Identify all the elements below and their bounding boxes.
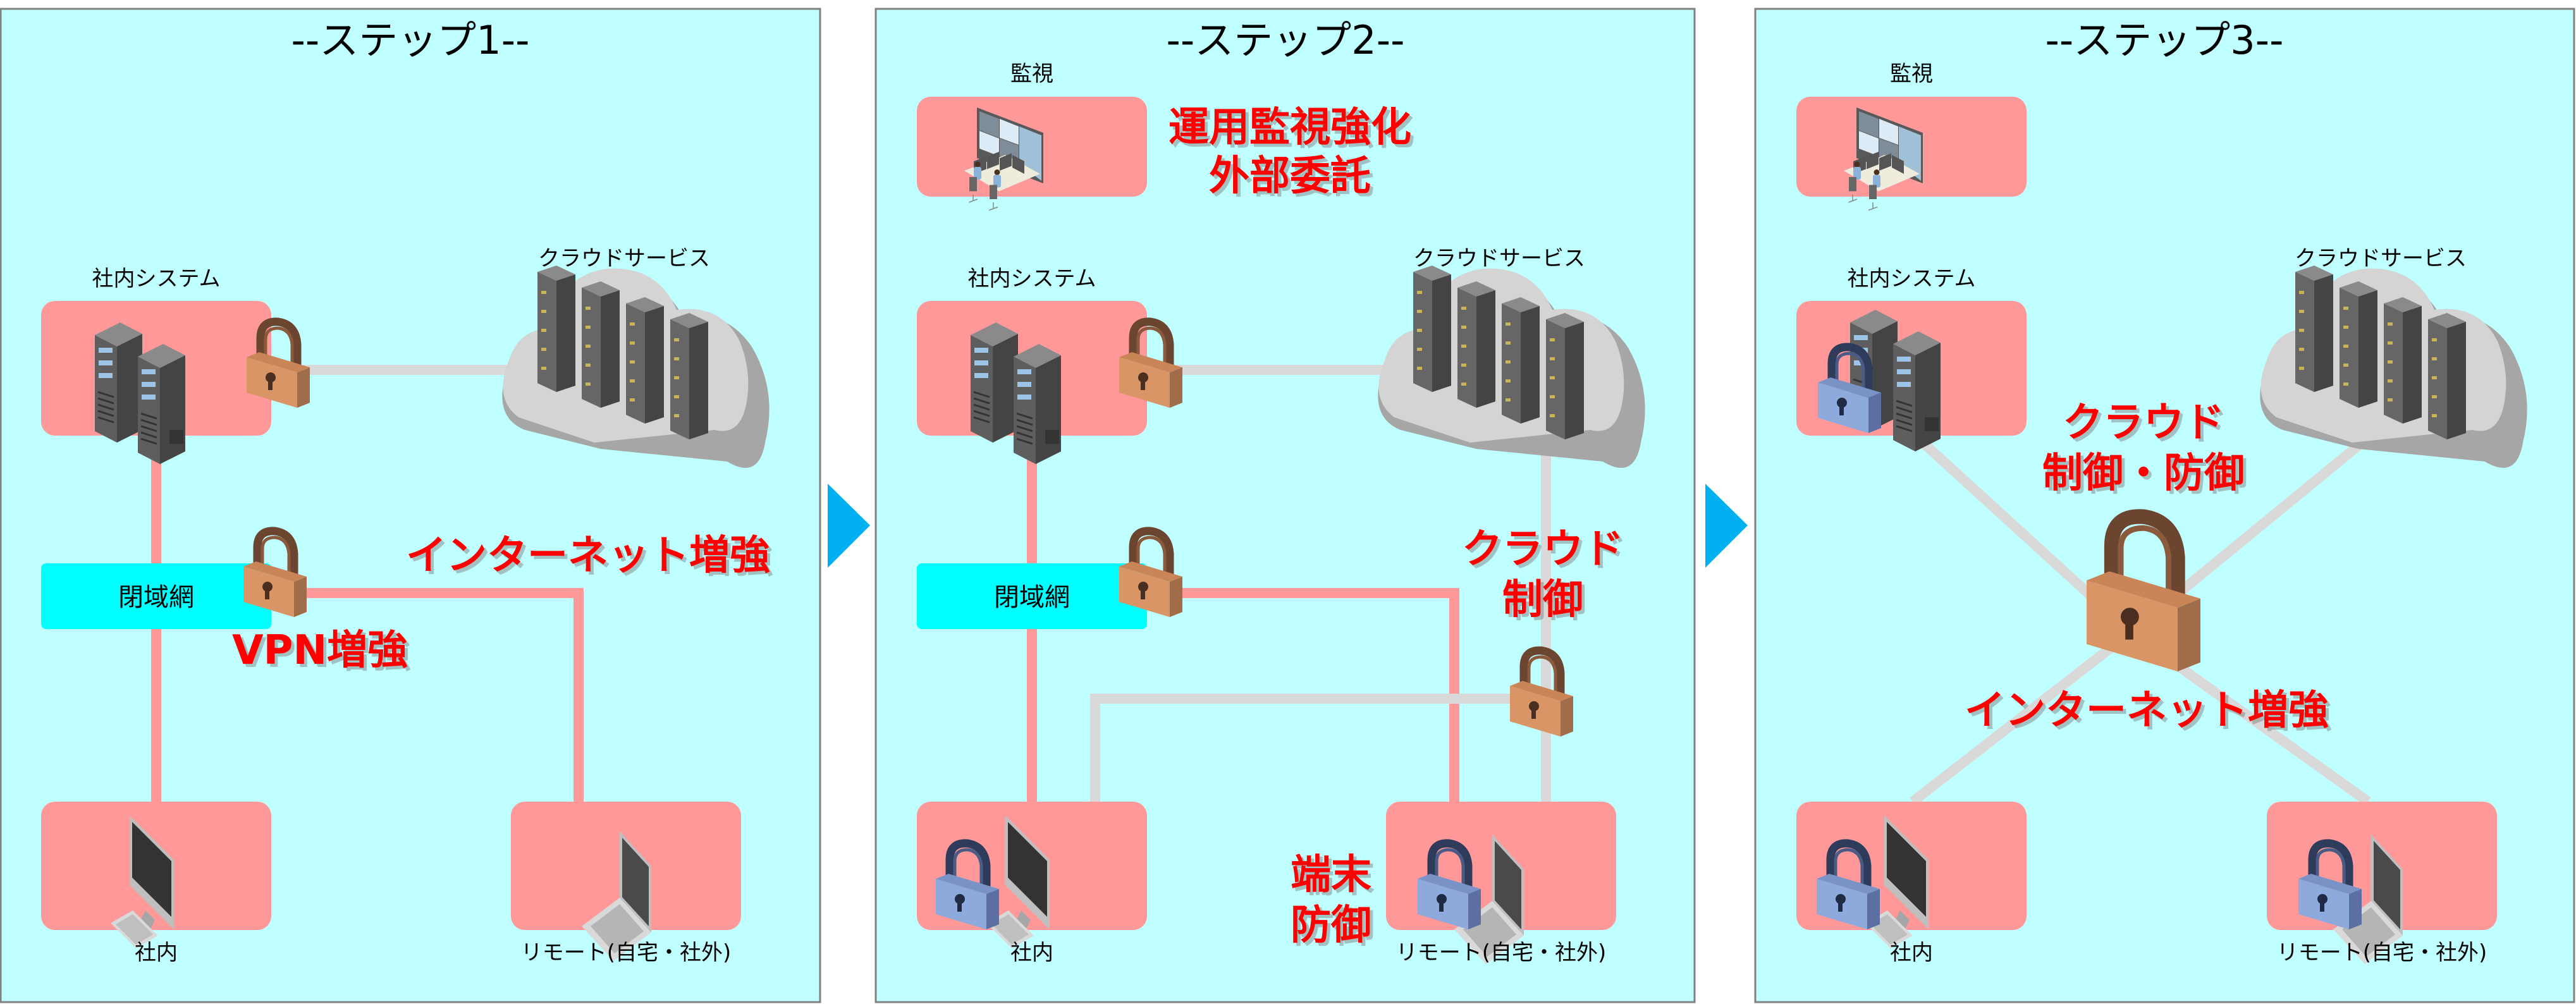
step-2-panel: --ステップ2-- 監視 運用監視強化 運用監視強化 外部委託 外部委託 社内シ… [874,8,1696,1003]
internet-line [297,588,584,802]
office-label: 社内 [1010,940,1053,965]
internal-system-label: 社内システム [968,266,1096,291]
cloud-emphasis-line-1: クラウド [2063,400,2224,446]
cloud-emphasis-line-1: クラウド [1462,526,1624,573]
closed-network-box [41,563,271,629]
cloud-emphasis-shadow-2: 制御 [1506,580,1586,627]
internet-emphasis-shadow: インターネット増強 [1968,690,2332,737]
internet-emphasis-shadow: インターネット増強 [409,536,773,582]
internet-emphasis-label: インターネット増強 [1965,687,2329,734]
endpoint-emphasis-shadow-2: 防御 [1294,905,1375,952]
cloud-service-label: クラウドサービス [538,246,710,271]
next-step-arrow [828,484,870,568]
cloud-emphasis-shadow-1: クラウド [1465,529,1627,576]
monitoring-label: 監視 [1010,61,1053,87]
step-3-panel: --ステップ3-- 監視 社内システム クラウドサービス クラウド クラウド 制… [1754,8,2575,1003]
ops-emphasis-shadow-1: 運用監視強化 [1172,107,1414,154]
cloud-service-label: クラウドサービス [1413,246,1585,271]
internal-system-label: 社内システム [1848,266,1976,291]
next-step-arrow [1705,484,1748,568]
office-label: 社内 [1890,940,1933,965]
ops-emphasis-line-1: 運用監視強化 [1168,104,1411,151]
closed-network-label: 閉域網 [118,583,194,612]
step-1-panel: --ステップ1-- 社内システム クラウドサービス 閉域網 インターネット増強 … [0,8,821,1003]
remote-label: リモート(自宅・社外) [2277,940,2487,965]
cloud-service-label: クラウドサービス [2295,246,2467,271]
vpn-emphasis-label: VPN増強 [232,627,408,674]
endpoint-emphasis-line-2: 防御 [1291,902,1371,949]
internet-emphasis-label: インターネット増強 [406,532,770,579]
cloud-emphasis-shadow-2: 制御・防御 [2045,453,2248,500]
step-2-title: --ステップ2-- [1167,17,1405,63]
monitoring-label: 監視 [1890,61,1933,87]
ops-emphasis-line-2: 外部委託 [1209,153,1371,200]
internal-system-label: 社内システム [92,266,221,291]
internet-line [1173,588,1459,802]
closed-network-label: 閉域網 [994,583,1070,612]
office-label: 社内 [135,940,178,965]
cloud-emphasis-line-2: 制御・防御 [2042,450,2245,497]
closed-network-box [917,563,1147,629]
cloud-emphasis-line-2: 制御 [1502,577,1583,623]
step-1-title: --ステップ1-- [291,17,530,63]
cloud-access-line [1090,694,1546,802]
ops-emphasis-shadow-2: 外部委託 [1212,156,1374,203]
step-3-title: --ステップ3-- [2045,17,2284,63]
remote-label: リモート(自宅・社外) [1396,940,1607,965]
endpoint-emphasis-line-1: 端末 [1291,852,1371,898]
vpn-emphasis-shadow: VPN増強 [235,630,411,677]
cloud-emphasis-shadow-1: クラウド [2066,403,2228,450]
remote-label: リモート(自宅・社外) [521,940,732,965]
endpoint-emphasis-shadow-1: 端末 [1294,855,1375,902]
